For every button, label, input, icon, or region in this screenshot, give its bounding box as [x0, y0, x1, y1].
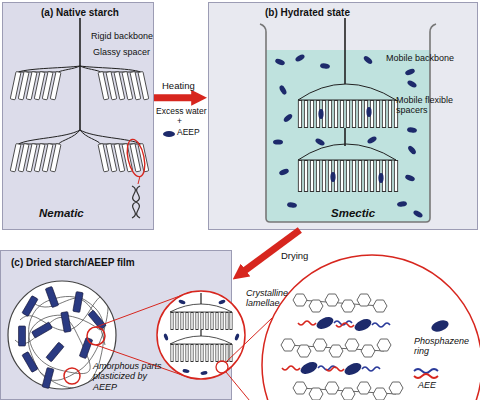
molecular-zoom	[262, 255, 480, 400]
part-label: Mobile backbone	[386, 53, 470, 63]
panel-box: (a) Native starchRigid backboneGlassy sp…	[2, 2, 154, 230]
molecular-structure	[325, 294, 339, 306]
molecular-structure	[343, 361, 364, 378]
molecular-structure	[341, 300, 355, 312]
part-label: Rigid backbone	[91, 31, 155, 41]
molecular-structure	[325, 382, 339, 394]
molecular-structure	[341, 388, 355, 400]
molecular-structure	[361, 345, 375, 357]
part-label: Amorphous parts plasticized by AEEP	[93, 361, 173, 392]
molecular-structure	[389, 382, 403, 394]
molecular-structure	[282, 321, 354, 371]
panel-title: (a) Native starch	[41, 7, 153, 19]
reagent-label: Excess water	[156, 107, 212, 117]
molecular-structure	[377, 339, 391, 351]
molecular-structure	[373, 388, 387, 400]
arrow-label: Drying	[281, 251, 308, 262]
phase-label: Smectic	[331, 207, 391, 220]
part-label: Glassy spacer	[93, 47, 155, 57]
zoom-leader	[226, 318, 292, 400]
molecular-structure	[281, 339, 295, 351]
reagent-label: AEEP	[177, 128, 207, 138]
plus-sign: +	[177, 117, 187, 127]
molecular-structure	[299, 360, 320, 377]
aeep-symbol	[163, 131, 175, 137]
process-arrow	[154, 94, 196, 101]
aeep-molecule	[234, 333, 240, 341]
molecular-structure	[297, 345, 311, 357]
molecular-structure	[357, 294, 371, 306]
zoom-circle	[262, 255, 480, 400]
legend-symbol	[414, 369, 438, 373]
arrow-label: Heating	[162, 81, 195, 92]
molecular-structure	[309, 388, 323, 400]
panel-box: (b) Hydrated stateMobile backboneMobile …	[208, 2, 478, 230]
legend-symbol	[414, 374, 438, 378]
legend-label: Phosphazene ring	[414, 336, 474, 357]
legend-label: AEE	[418, 380, 448, 390]
molecular-structure	[329, 345, 343, 357]
panel-box: (c) Dried starch/AEEP filmAmorphous part…	[0, 250, 232, 400]
part-label: Crystalline lamellae	[246, 288, 296, 309]
molecular-structure	[315, 315, 336, 332]
panel-title: (b) Hydrated state	[265, 7, 385, 19]
phase-label: Nematic	[39, 207, 99, 220]
legend-symbol	[430, 318, 450, 334]
molecular-structure	[353, 317, 374, 334]
panel-title: (c) Dried starch/AEEP film	[11, 257, 211, 269]
part-label: Mobile flexible spacers	[396, 95, 466, 116]
molecular-structure	[281, 294, 403, 400]
molecular-structure	[313, 339, 327, 351]
molecular-structure	[293, 294, 307, 306]
molecular-structure	[318, 321, 390, 371]
molecular-structure	[309, 300, 323, 312]
molecular-structure	[373, 300, 387, 312]
molecular-structure	[345, 339, 359, 351]
molecular-structure	[293, 382, 307, 394]
molecular-structure	[288, 300, 396, 394]
molecular-structure	[357, 382, 371, 394]
